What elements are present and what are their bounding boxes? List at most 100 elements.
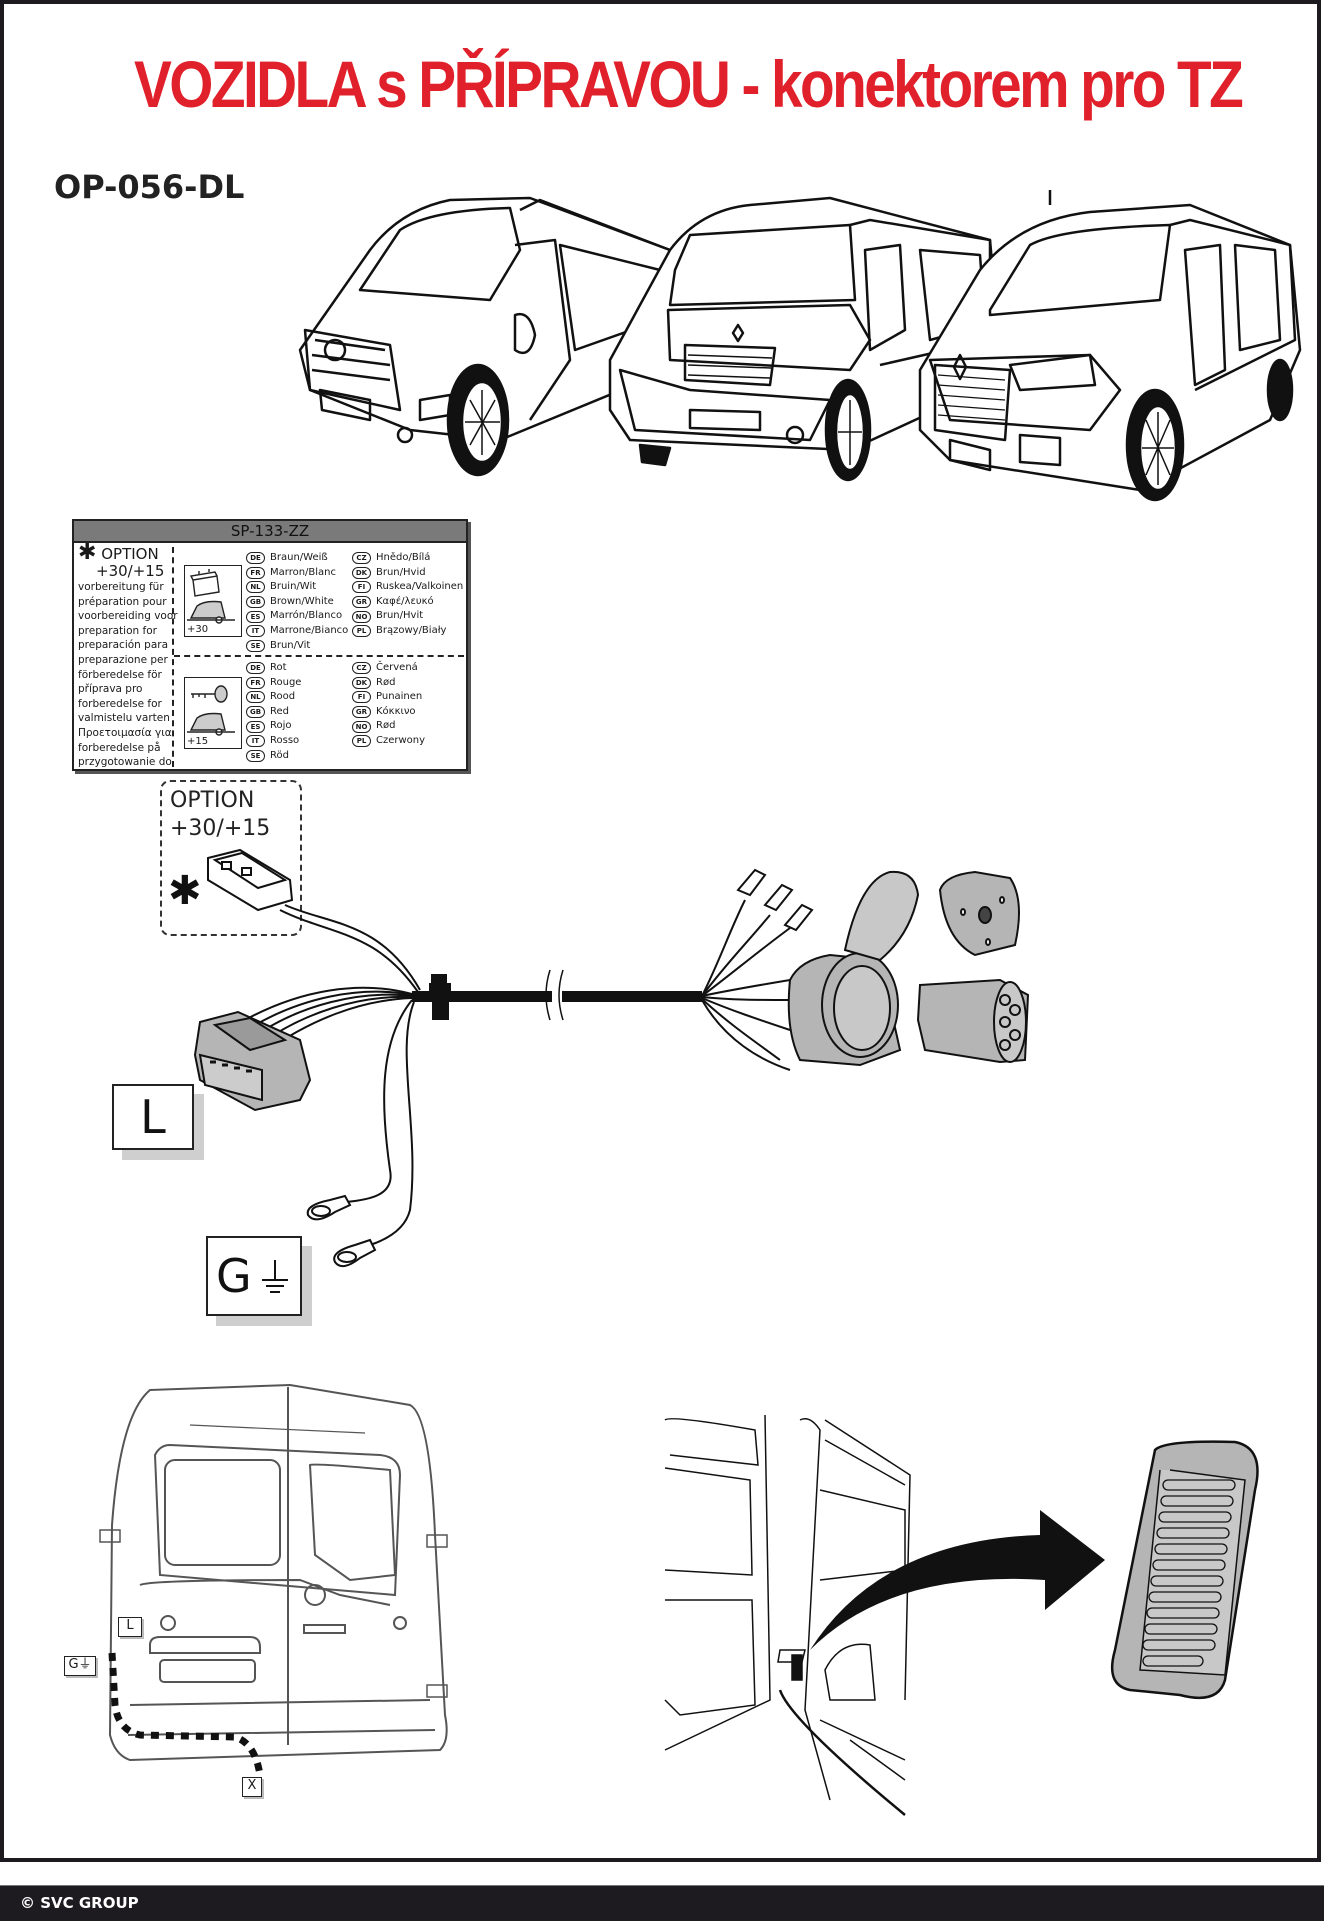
wire-color-name: Καφέ/λευκό bbox=[376, 595, 434, 607]
language-code-badge: PL bbox=[352, 625, 371, 638]
language-code-badge: ES bbox=[246, 720, 265, 733]
preparation-text: förberedelse för bbox=[78, 668, 162, 681]
language-code-badge: NL bbox=[246, 581, 265, 594]
copyright-text: © SVC GROUP bbox=[20, 1894, 139, 1912]
wire-color-name: Rød bbox=[376, 676, 396, 688]
preparation-text: préparation pour bbox=[78, 595, 167, 608]
language-code-badge: CZ bbox=[352, 552, 371, 565]
option-box-values: +30/+15 bbox=[170, 816, 271, 841]
section-label-15: +15 bbox=[187, 736, 209, 747]
van-renault-master-facelift bbox=[918, 190, 1302, 502]
vent-grille-cover bbox=[1110, 1440, 1259, 1700]
wire-color-name: Bruin/Wit bbox=[270, 581, 317, 593]
wire-color-name: Červená bbox=[376, 662, 418, 673]
language-code-badge: DK bbox=[352, 676, 371, 689]
language-code-badge: GR bbox=[352, 706, 371, 719]
wire-color-name: Ruskea/Valkoinen bbox=[376, 581, 464, 593]
preparation-text: preparación para bbox=[78, 639, 169, 652]
color-list-item: PL Brązowy/Biały bbox=[352, 624, 463, 639]
color-list-item: DE Braun/Weiß bbox=[246, 551, 348, 566]
rear-door-view-illustration bbox=[99, 1383, 448, 1776]
horizontal-divider bbox=[174, 655, 464, 657]
route-label-X: X bbox=[242, 1777, 262, 1797]
wire-color-name: Braun/Weiß bbox=[270, 552, 328, 563]
color-list-item: NL Bruin/Wit bbox=[246, 580, 348, 595]
footer-bar: © SVC GROUP bbox=[0, 1885, 1324, 1921]
option-values: +30/+15 bbox=[96, 562, 165, 580]
wire-color-name: Marron/Blanc bbox=[270, 566, 337, 578]
language-code-badge: FI bbox=[352, 691, 371, 704]
wire-color-name: Brun/Hvid bbox=[376, 566, 426, 578]
language-code-badge: CZ bbox=[352, 662, 371, 675]
van-opel-movano bbox=[298, 196, 682, 477]
language-code-badge: SE bbox=[246, 749, 265, 762]
ground-label-letter: G bbox=[216, 1249, 252, 1303]
wire-color-name: Punainen bbox=[376, 691, 423, 703]
vans-illustration bbox=[298, 190, 1302, 502]
wire-color-name: Marrón/Blanco bbox=[270, 610, 343, 622]
color-list-item: DK Rød bbox=[352, 676, 425, 691]
language-code-badge: IT bbox=[246, 735, 265, 748]
wire-color-name: Brun/Vit bbox=[270, 639, 311, 651]
language-code-badge: FI bbox=[352, 581, 371, 594]
language-code-badge: NO bbox=[352, 610, 371, 623]
color-list-item: NL Rood bbox=[246, 690, 301, 705]
preparation-text: valmistelu varten bbox=[78, 712, 170, 725]
color-list-item: FR Rouge bbox=[246, 676, 301, 691]
wiring-harness-illustration bbox=[193, 848, 1030, 1268]
wire-color-name: Red bbox=[270, 705, 289, 717]
option-table-code: SP-133-ZZ bbox=[74, 521, 466, 543]
language-code-badge: PL bbox=[352, 735, 371, 748]
color-list-item: GR Καφέ/λευκό bbox=[352, 595, 463, 610]
wire-color-name: Hnědo/Bílá bbox=[376, 552, 431, 563]
key-caravan-icon: +15 bbox=[184, 677, 242, 749]
color-list-item: FI Ruskea/Valkoinen bbox=[352, 580, 463, 595]
language-code-badge: DE bbox=[246, 552, 265, 565]
option-title: OPTION bbox=[101, 545, 159, 563]
option-connector bbox=[207, 848, 294, 912]
language-code-badge: IT bbox=[246, 625, 265, 638]
language-code-badge: FR bbox=[246, 676, 265, 689]
color-list-item: GB Red bbox=[246, 705, 301, 720]
color-list-item: SE Röd bbox=[246, 749, 301, 764]
language-code-badge: FR bbox=[246, 566, 265, 579]
preparation-text: forberedelse på bbox=[78, 741, 161, 754]
wire-color-name: Brown/White bbox=[270, 595, 334, 607]
section-label-30: +30 bbox=[187, 624, 209, 635]
preparation-text: preparation for bbox=[78, 624, 157, 637]
wire-color-name: Brązowy/Biały bbox=[376, 624, 447, 636]
wire-color-name: Rouge bbox=[270, 676, 302, 688]
wire-color-name: Röd bbox=[270, 749, 289, 761]
option-connector-box: OPTION+30/+15 ✱ bbox=[160, 780, 302, 936]
color-list-item: IT Rosso bbox=[246, 734, 301, 749]
wire-color-name: Rot bbox=[270, 662, 287, 673]
socket-contact-insert bbox=[916, 978, 1030, 1064]
wire-color-name: Rosso bbox=[270, 734, 300, 746]
preparation-text: vorbereitung für bbox=[78, 581, 164, 593]
ground-label-G: G bbox=[206, 1236, 302, 1316]
language-code-badge: NL bbox=[246, 691, 265, 704]
wire-color-name: Rojo bbox=[270, 720, 292, 732]
wire-color-name: Rood bbox=[270, 691, 296, 703]
document-title: VOZIDLA s PŘÍPRAVOU - konektorem pro TZ bbox=[134, 47, 1244, 121]
language-code-badge: GR bbox=[352, 596, 371, 609]
wire-color-name: Κόκκινο bbox=[376, 705, 416, 717]
route-label-G: G⏚ bbox=[64, 1656, 96, 1676]
product-code: OP-056-DL bbox=[54, 168, 245, 206]
preparation-text: forberedelse for bbox=[78, 697, 162, 710]
language-code-badge: GB bbox=[246, 706, 265, 719]
route-label-G-letter: G bbox=[68, 1657, 79, 1672]
preparation-text: preparazione per bbox=[78, 653, 168, 666]
